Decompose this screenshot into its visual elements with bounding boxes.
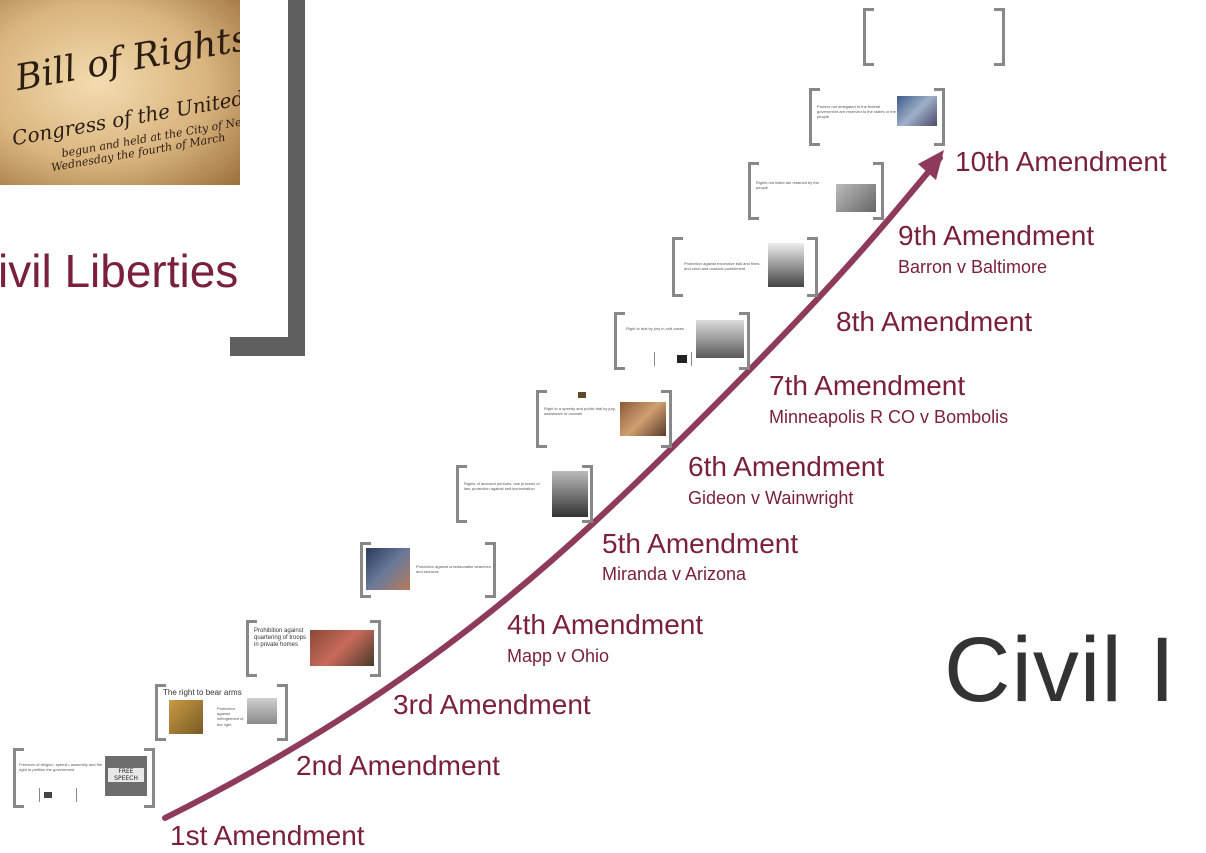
amendment-5-case: Miranda v Arizona [602,564,747,584]
title-frame-horizontal [230,337,305,356]
frame-1-mini-bracket [39,788,77,802]
jury-photo [696,320,744,358]
frame-amendment-1[interactable]: Freedom of religion, speech, assembly an… [13,748,155,808]
amendment-1-label[interactable]: 1st Amendment [170,820,365,851]
frame-8-text: Protection against excessive bail and fi… [684,261,761,272]
frame-5-text: Rights of accused persons, due process o… [464,481,540,492]
electric-chair-photo [768,243,804,287]
amendment-9-case: Barron v Baltimore [898,257,1048,277]
court-building-photo [247,698,277,724]
frame-6-mini-item [564,390,586,400]
rifle-photo [169,700,203,734]
frame-amendment-4[interactable]: Protection against unreasonable searches… [360,542,496,598]
frame-7-mini-bracket [654,352,692,366]
frame-amendment-3[interactable]: Prohibition against quartering of troops… [246,620,381,677]
amendment-5-label[interactable]: 5th Amendment [602,528,799,559]
frame-amendment-10[interactable]: Powers not delegated to the federal gove… [809,88,945,146]
people-photo [836,184,876,212]
amendment-6-case: Gideon v Wainwright [688,488,854,508]
amendment-2-label[interactable]: 2nd Amendment [296,750,500,781]
amendment-4-case: Mapp v Ohio [507,646,610,666]
title-frame-vertical [288,0,305,356]
arrow-head-icon [918,150,944,180]
frame-amendment-6[interactable]: Right to a speedy and public trial by ju… [536,390,672,448]
timeline-curve [162,155,943,821]
frame-1-text: Freedom of religion, speech, assembly an… [19,762,103,773]
frame-amendment-2[interactable]: The right to bear arms Protection agains… [155,684,288,741]
amendment-3-label[interactable]: 3rd Amendment [393,689,591,720]
frame-3-text: Prohibition against quartering of troops… [254,628,307,649]
capitol-photo [897,96,937,126]
frame-10-text: Powers not delegated to the federal gove… [817,104,896,120]
soldiers-photo [310,630,374,666]
trial-photo [620,402,666,436]
frame-amendment-5[interactable]: Rights of accused persons, due process o… [456,465,593,523]
frame-6-text: Right to a speedy and public trial by ju… [544,406,616,417]
amendment-6-label[interactable]: 6th Amendment [688,451,885,482]
frame-2-title: The right to bear arms [163,688,242,697]
empty-frame-top [863,8,1005,66]
left-title: ivil Liberties [0,245,239,297]
frame-2-note: Protection against infringement of the r… [217,706,244,727]
right-title: Civil I [944,619,1176,721]
frame-amendment-8[interactable]: Protection against excessive bail and fi… [672,237,818,297]
frame-amendment-7[interactable]: Right to trial by jury in civil cases [614,312,750,370]
amendment-10-label[interactable]: 10th Amendment [955,146,1167,177]
frame-4-text: Protection against unreasonable searches… [416,564,491,575]
amendment-7-case: Minneapolis R CO v Bombolis [769,407,1009,427]
amendment-7-label[interactable]: 7th Amendment [769,370,966,401]
frame-7-text: Right to trial by jury in civil cases [626,326,684,331]
frame-9-text: Rights not listed are retained by the pe… [756,180,819,191]
search-photo [366,548,410,590]
free-speech-photo: FREE SPEECH [105,756,147,796]
amendment-4-label[interactable]: 4th Amendment [507,609,704,640]
frame-amendment-9[interactable]: Rights not listed are retained by the pe… [748,162,884,220]
amendment-9-label[interactable]: 9th Amendment [898,220,1095,251]
free-speech-sign: FREE SPEECH [108,768,144,782]
miranda-portrait [552,471,588,517]
amendment-8-label[interactable]: 8th Amendment [836,306,1033,337]
bill-of-rights-image: Bill of Rights Congress of the United St… [0,0,240,185]
